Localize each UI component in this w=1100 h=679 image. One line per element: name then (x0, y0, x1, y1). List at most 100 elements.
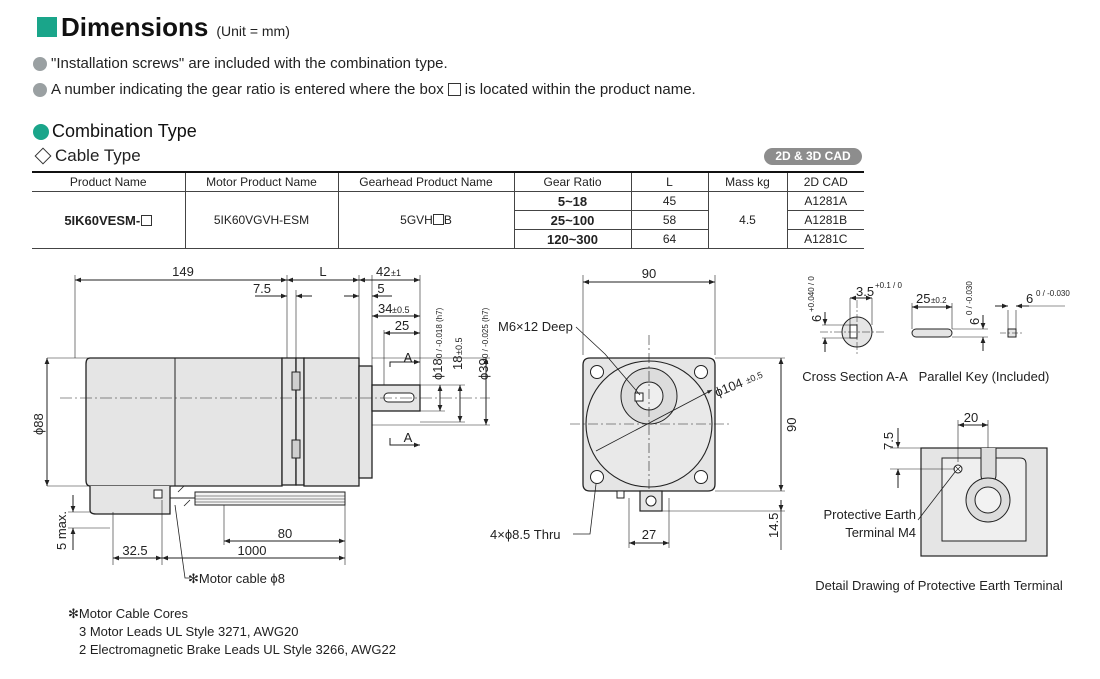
earth-label-2: Terminal M4 (845, 525, 916, 540)
spec-table: Product Name Motor Product Name Gearhead… (32, 171, 864, 249)
parallel-key-labels: 25 ±0.2 6 0 / -0.030 6 0 / -0.030 Parall… (916, 281, 1070, 384)
tol-6-key-width: 0 / -0.030 (1036, 289, 1070, 298)
side-view (44, 275, 490, 579)
subsection-title: Cable Type (55, 146, 141, 165)
holes-label: 4×ϕ8.5 Thru (490, 527, 561, 542)
tol-3-5: +0.1 / 0 (875, 281, 902, 290)
dim-phi39: ϕ39 (476, 358, 491, 380)
tol-phi18: 0 / -0.018 (h7) (435, 307, 444, 358)
dim-90-top: 90 (642, 266, 656, 281)
parallel-key-caption: Parallel Key (Included) (919, 369, 1050, 384)
col-header: Product Name (32, 171, 186, 192)
earth-terminal-labels: 20 7.5 Protective Earth Terminal M4 Deta… (815, 410, 1063, 593)
dim-5max: 5 max. (54, 511, 69, 550)
dim-1000: 1000 (238, 543, 267, 558)
tol-6-shaft: +0.040 / 0 (807, 276, 816, 312)
green-bullet-icon (33, 123, 49, 140)
section-heading: Combination Type (33, 121, 197, 142)
section-title: Combination Type (52, 121, 197, 141)
tol-104: ±0.5 (744, 370, 764, 386)
dim-27: 27 (642, 527, 656, 542)
subsection-heading: Cable Type (33, 146, 141, 166)
note-2: A number indicating the gear ratio is en… (33, 81, 696, 98)
cable-cores-line-1: 3 Motor Leads UL Style 3271, AWG20 (79, 624, 298, 639)
dim-20: 20 (964, 410, 978, 425)
dim-phi104: ϕ104 (713, 375, 745, 400)
cross-section-labels: 3.5 +0.1 / 0 6 +0.040 / 0 Cross Section … (802, 276, 908, 384)
box-placeholder-icon (141, 214, 153, 226)
side-view-labels: 149 L 42 ±1 7.5 5 34 ±0.5 25 A A ϕ18 0 /… (31, 264, 491, 586)
tol-18: ±0.5 (454, 338, 464, 355)
section-a-top: A (404, 350, 413, 365)
dim-25: 25 (395, 318, 409, 333)
gearhead-product-cell: 5GVH B (337, 191, 515, 249)
product-name: 5IK60VESM- (64, 212, 141, 228)
dim-7-5: 7.5 (253, 281, 271, 296)
cable-cores-title: ✻Motor Cable Cores (68, 606, 188, 621)
dim-phi18: ϕ18 (430, 358, 445, 380)
earth-detail-caption: Detail Drawing of Protective Earth Termi… (815, 578, 1063, 593)
unit-label: (Unit = mm) (216, 22, 290, 39)
tol-phi39: 0 / -0.025 (h7) (481, 307, 490, 358)
box-placeholder-icon (432, 214, 444, 225)
cross-section (820, 295, 885, 355)
col-header: Gearhead Product Name (338, 171, 515, 192)
dim-L: L (319, 264, 326, 279)
cad-link[interactable]: A1281C (786, 229, 864, 249)
gray-bullet-icon (33, 82, 47, 97)
dim-18: 18 (450, 356, 465, 370)
page-heading: Dimensions (Unit = mm) (37, 10, 290, 44)
gear-ratio-cell: 25~100 (513, 210, 632, 230)
col-header: Mass kg (708, 171, 788, 192)
dim-42: 42 (376, 264, 390, 279)
col-header: Gear Ratio (514, 171, 632, 192)
note-1-text: "Installation screws" are included with … (51, 55, 448, 72)
dim-7-5-earth: 7.5 (881, 432, 896, 450)
dim-149: 149 (172, 264, 194, 279)
dim-80: 80 (278, 526, 292, 541)
dim-34: 34 (378, 301, 392, 316)
dim-5: 5 (377, 281, 384, 296)
note-2-text-pre: A number indicating the gear ratio is en… (51, 81, 444, 98)
table-row: 120~300 64 A1281C (32, 229, 864, 249)
dim-6-shaft: 6 (809, 315, 824, 322)
gearhead-pre: 5GVH (400, 213, 433, 227)
front-view-labels: 90 M6×12 Deep ϕ104 ±0.5 90 4×ϕ8.5 Thru 2… (490, 266, 799, 542)
cad-link[interactable]: A1281A (786, 191, 864, 211)
tol-34: ±0.5 (392, 305, 409, 315)
dim-14-5: 14.5 (766, 513, 781, 538)
table-header-row: Product Name Motor Product Name Gearhead… (32, 171, 864, 192)
cable-cores-notes: ✻Motor Cable Cores 3 Motor Leads UL Styl… (68, 606, 396, 657)
earth-label-1: Protective Earth (824, 507, 917, 522)
gear-ratio-cell: 120~300 (513, 229, 632, 249)
earth-terminal-detail (890, 420, 1048, 557)
thread-label: M6×12 Deep (498, 319, 573, 334)
dim-32-5: 32.5 (122, 543, 147, 558)
cad-download-badge[interactable]: 2D & 3D CAD (764, 148, 862, 165)
parallel-key (911, 303, 1065, 351)
page-title: Dimensions (61, 11, 209, 42)
motor-product-cell: 5IK60VGVH-ESM (184, 191, 339, 249)
note-2-text-post: is located within the product name. (464, 81, 696, 98)
dim-25-key: 25 (916, 291, 930, 306)
dim-6-key-width: 6 (1026, 291, 1033, 306)
note-1: "Installation screws" are included with … (33, 55, 448, 72)
box-placeholder-icon (447, 83, 461, 96)
length-cell: 64 (630, 229, 709, 249)
dim-phi88: ϕ88 (31, 413, 46, 435)
front-view (570, 275, 785, 550)
heading-square-icon (37, 17, 57, 37)
cross-section-caption: Cross Section A-A (802, 369, 908, 384)
tol-6-key-height: 0 / -0.030 (965, 281, 974, 315)
gearhead-post: B (443, 213, 452, 227)
gray-bullet-icon (33, 56, 47, 71)
dim-3-5: 3.5 (856, 284, 874, 299)
dim-90-side: 90 (784, 418, 799, 432)
motor-cable-label: ✻Motor cable ϕ8 (188, 571, 285, 586)
section-a-bottom: A (404, 430, 413, 445)
cable-cores-line-2: 2 Electromagnetic Brake Leads UL Style 3… (79, 642, 396, 657)
tol-42: ±1 (391, 268, 401, 278)
product-name-cell: 5IK60VESM- (32, 191, 186, 249)
tol-25-key: ±0.2 (931, 296, 947, 305)
